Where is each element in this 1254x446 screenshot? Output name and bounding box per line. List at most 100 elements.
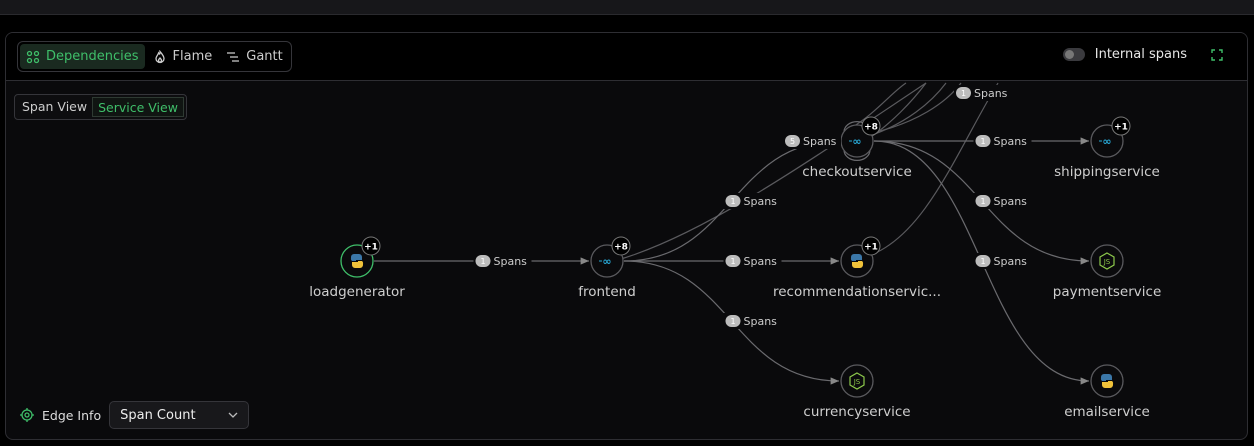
spans-text: Spans (494, 255, 528, 268)
offscreen-edge (850, 82, 907, 129)
spans-text: Spans (744, 195, 778, 208)
edge-info-label: Edge Info (42, 407, 102, 423)
service-node-checkoutservice[interactable]: ∞+8 checkoutservice (802, 116, 912, 180)
python-icon-top (850, 254, 862, 261)
go-glyph: ∞ (852, 135, 861, 148)
span-view-button[interactable]: Span View (22, 99, 88, 114)
badge-circle (861, 116, 881, 136)
python-icon (850, 254, 864, 268)
node-label: frontend (578, 284, 636, 300)
chevron-down-icon (228, 412, 238, 418)
python-icon (1100, 374, 1114, 388)
edge-label-recommendationservice: 1 Spans (723, 253, 782, 269)
service-view-button[interactable]: Service View (92, 97, 184, 117)
go-icon: ∞ (1099, 135, 1112, 148)
dependencies-icon (26, 50, 40, 63)
badge-circle (861, 236, 881, 256)
service-node-recommendationservice[interactable]: +1 recommendationservic... (773, 236, 941, 300)
node-hexagon (1099, 252, 1115, 270)
python-icon-top (350, 254, 362, 261)
span-count-pill (975, 255, 991, 267)
node-badge: +8 (864, 123, 878, 133)
span-count: 1 (980, 137, 985, 146)
node-label: loadgenerator (309, 284, 405, 300)
node-hexagon (849, 372, 865, 390)
python-icon (350, 254, 364, 268)
edge-label-frontend: 1 Spans (473, 253, 532, 269)
edge-label-checkoutservice: 1 Spans (723, 193, 782, 209)
header-controls: Internal spans (1062, 47, 1223, 62)
edges (374, 82, 1090, 385)
tab-gantt[interactable]: Gantt (220, 44, 288, 69)
python-icon-bottom (852, 261, 864, 268)
span-count-pill (725, 255, 741, 267)
node-badge: +1 (864, 243, 878, 253)
span-count-pill (725, 195, 741, 207)
badge-circle (611, 236, 631, 256)
gantt-icon (227, 51, 240, 62)
go-icon: ∞ (599, 255, 612, 268)
spans-text: Spans (744, 255, 778, 268)
tab-flame[interactable]: Flame (147, 44, 219, 69)
python-icon-top (1100, 374, 1112, 381)
span-count-pill (785, 135, 800, 147)
panel-header: Dependencies Flame Gantt Internal spans (6, 33, 1247, 81)
tab-label: Dependencies (46, 49, 139, 64)
tab-label: Gantt (246, 49, 283, 64)
span-count: 1 (480, 257, 485, 266)
span-count: 1 (730, 317, 735, 326)
node-icon: JS (849, 372, 865, 390)
spans-text: Spans (994, 255, 1028, 268)
service-node-emailservice[interactable]: emailservice (1064, 364, 1150, 420)
service-node-currencyservice[interactable]: JS currencyservice (803, 364, 911, 420)
service-node-frontend[interactable]: ∞+8 frontend (578, 236, 636, 300)
view-tabs: Dependencies Flame Gantt (17, 41, 292, 72)
span-count: 1 (730, 197, 735, 206)
top-strip (0, 0, 1254, 15)
node-js-glyph: JS (853, 378, 861, 386)
edge-label-shippingservice: 1 Spans (973, 133, 1032, 149)
tab-dependencies[interactable]: Dependencies (20, 44, 145, 69)
spans-text: Spans (974, 87, 1008, 100)
node-label: currencyservice (803, 404, 910, 420)
dependency-graph[interactable]: +1loadgenerator∞+8frontend∞+8checkoutser… (6, 33, 1248, 440)
flame-icon (154, 49, 165, 63)
internal-spans-toggle[interactable] (1062, 48, 1085, 61)
python-icon-bottom (352, 261, 364, 268)
go-glyph: ∞ (602, 255, 611, 268)
span-count: 1 (961, 89, 966, 98)
span-count-pill (975, 195, 991, 207)
node-label: paymentservice (1053, 284, 1162, 300)
fullscreen-icon[interactable] (1211, 48, 1223, 61)
node-badge: +1 (1114, 123, 1128, 133)
edge-info-select[interactable]: Span Count (109, 401, 250, 429)
node-label: checkoutservice (802, 164, 912, 180)
service-node-shippingservice[interactable]: ∞+1 shippingservice (1054, 116, 1160, 180)
spans-text: Spans (994, 195, 1028, 208)
edge-label-emailservice: 1 Spans (973, 253, 1032, 269)
node-label: shippingservice (1054, 164, 1160, 180)
span-count-pill (725, 315, 741, 327)
nodes: +1loadgenerator∞+8frontend∞+8checkoutser… (309, 116, 1162, 420)
node-badge: +8 (614, 243, 628, 253)
badge-circle (361, 236, 381, 256)
span-count: 1 (730, 257, 735, 266)
node-label: emailservice (1064, 404, 1150, 420)
node-badge: +1 (364, 243, 378, 253)
spans-text: Spans (994, 135, 1028, 148)
offscreen-edge (871, 82, 947, 136)
span-count: 1 (980, 257, 985, 266)
span-count-pill (475, 255, 491, 267)
span-count-pill (975, 135, 991, 147)
service-node-loadgenerator[interactable]: +1 loadgenerator (309, 236, 405, 300)
node-label: recommendationservic... (773, 284, 941, 300)
node-circle (1090, 364, 1124, 398)
edge-info-value: Span Count (120, 407, 196, 423)
offscreen-edge (870, 82, 999, 256)
